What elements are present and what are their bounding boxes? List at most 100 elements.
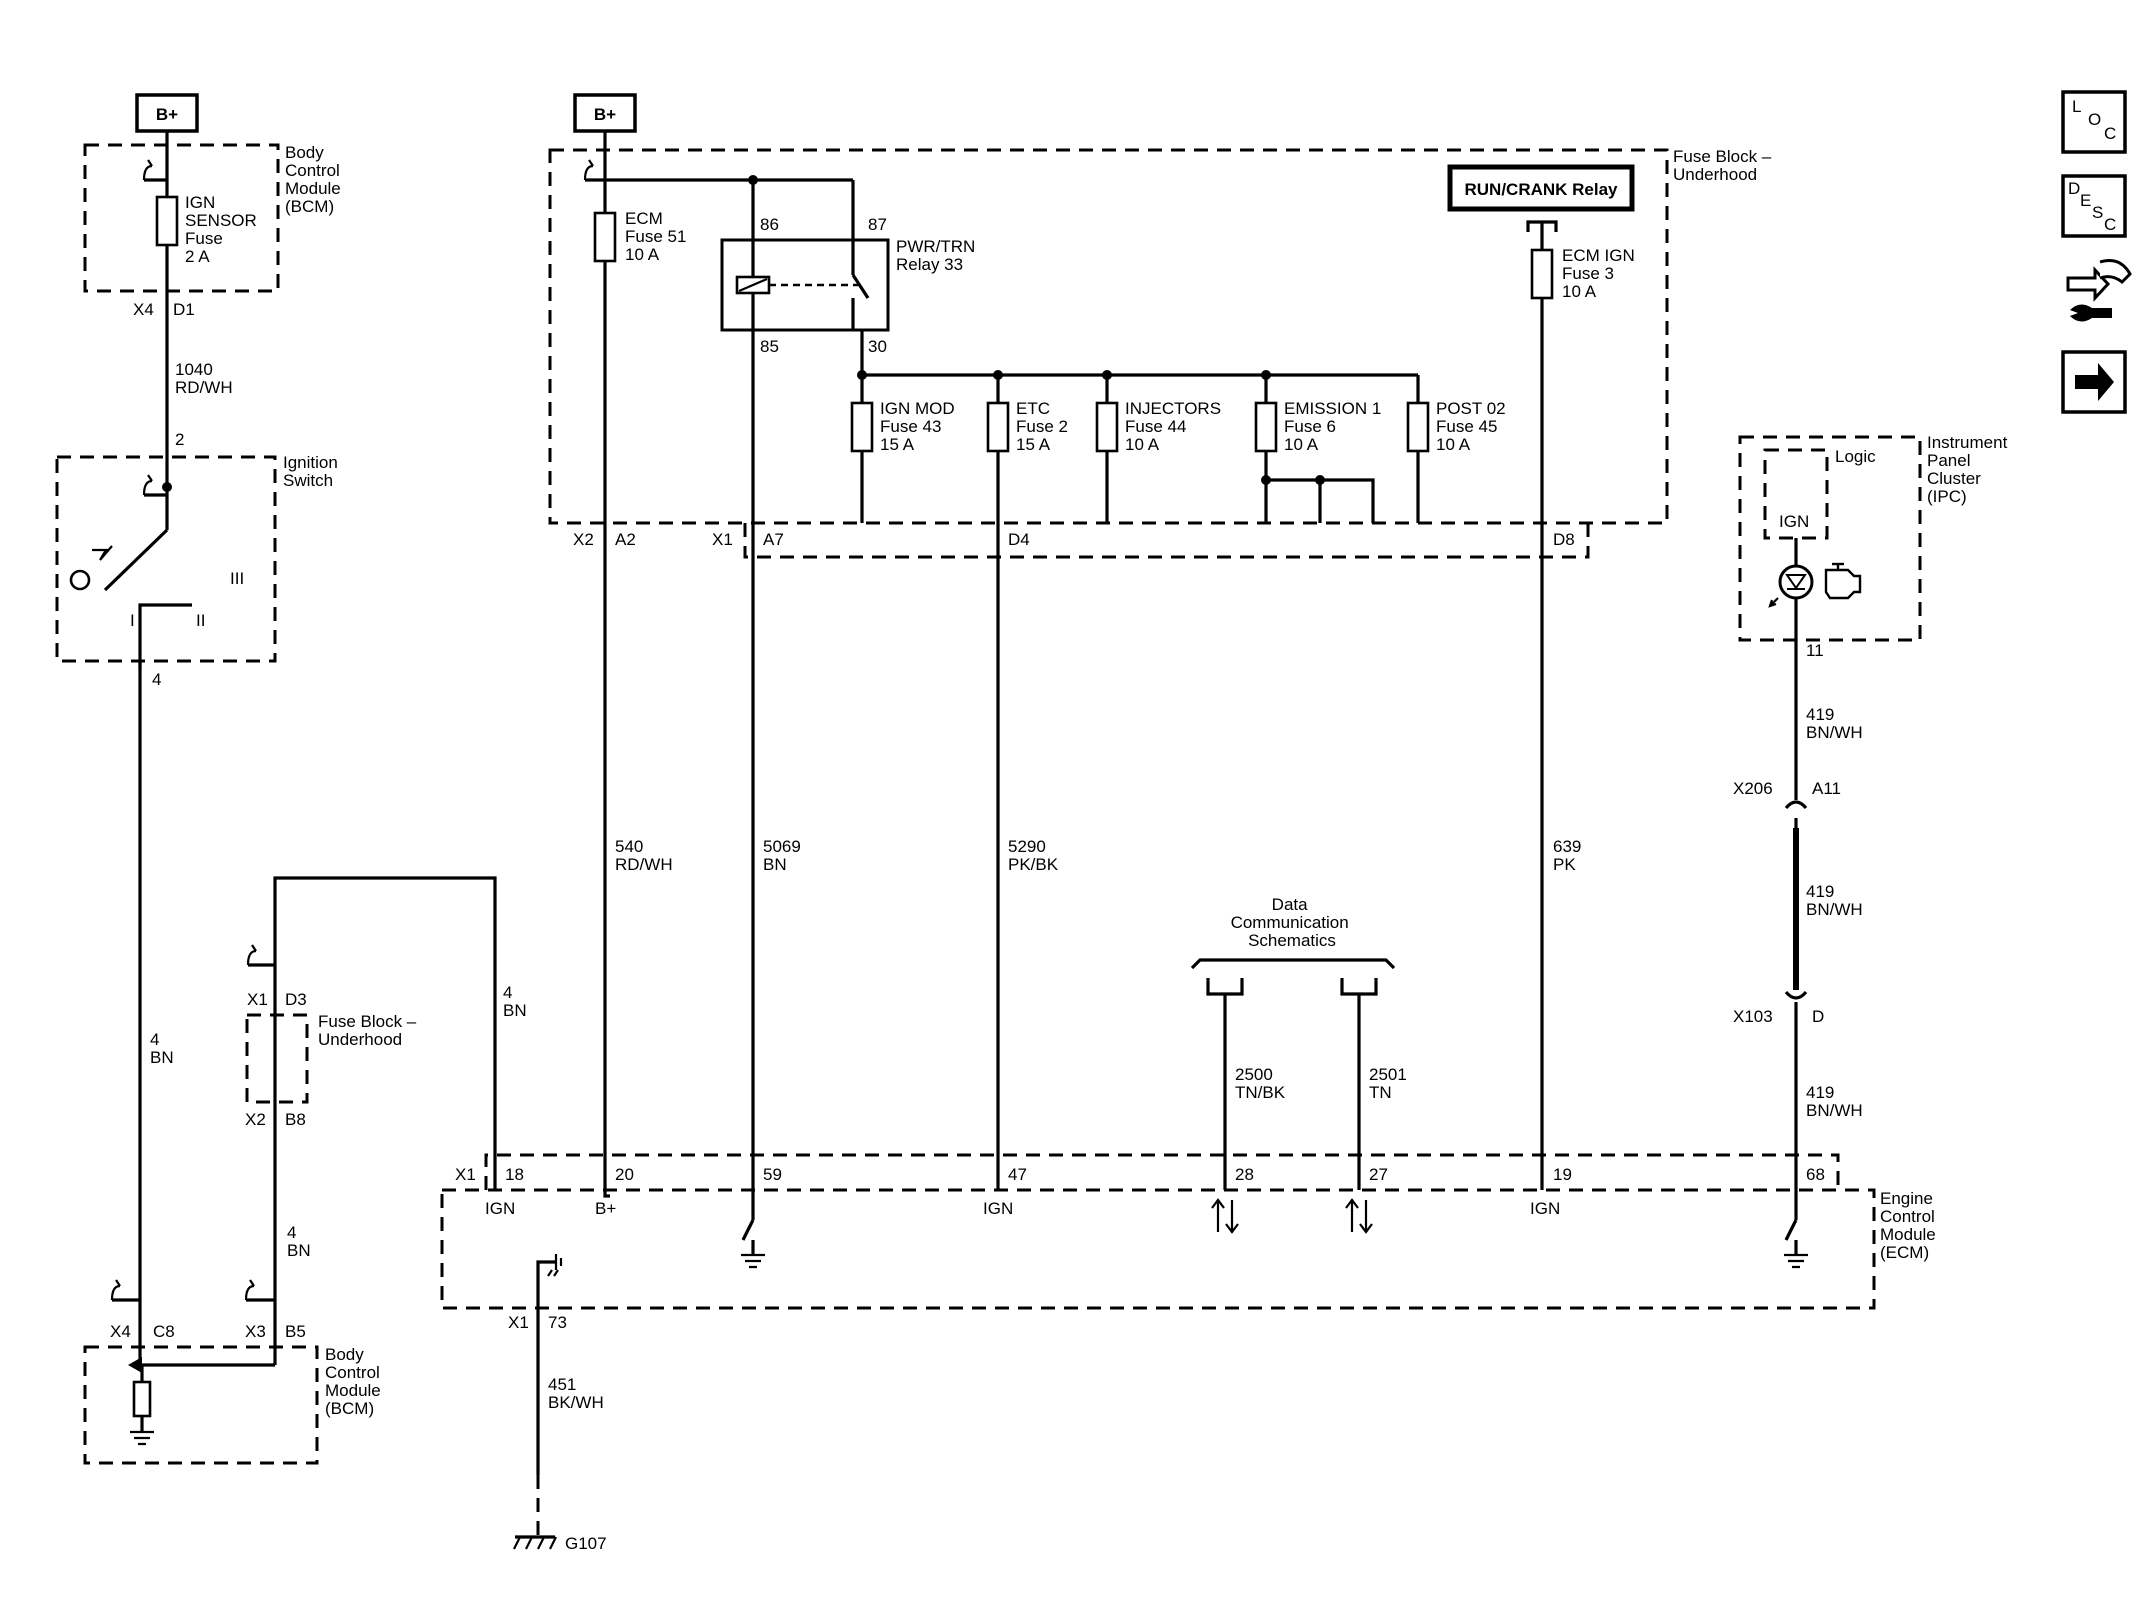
fuse-injectors-44: INJECTORS Fuse 44 10 A	[1095, 375, 1226, 523]
conn-bcmb-b5: B5	[285, 1322, 306, 1341]
svg-text:IGN: IGN	[485, 1199, 515, 1218]
wire-419b-label: 419 BN/WH	[1806, 882, 1863, 919]
data-comm-label: Data Communication Schematics	[1231, 895, 1354, 950]
wire-4-left-label: 4 BN	[150, 1030, 174, 1067]
nav-desc-button[interactable]: D E S C	[2061, 174, 2127, 238]
svg-text:X206: X206	[1733, 779, 1773, 798]
fuse-ecm-51: ECM Fuse 51 10 A	[593, 209, 691, 264]
bcm-bottom-module: X4 C8 X3 B5 Body Control Module (BCM)	[83, 1279, 386, 1465]
bcm-top-label: Body Control Module (BCM)	[285, 143, 346, 216]
pwr-trn-relay: 86 87 85 30 PWR/TRN Relay 33	[720, 215, 980, 356]
svg-text:EMISSION 1 Fuse 6: EMISSION 1 Fuse 6 10 A	[1284, 399, 1386, 454]
relay-pin-86: 86	[760, 215, 779, 234]
relay-pin-85: 85	[760, 337, 779, 356]
wire-2501-label: 2501 TN	[1369, 1065, 1412, 1102]
svg-text:RUN/CRANK Relay: RUN/CRANK Relay	[1464, 180, 1618, 199]
svg-text:ECM Fuse 51 10 A: ECM Fuse 51 10 A	[625, 209, 691, 264]
fuse-post02-45: POST 02 Fuse 45 10 A	[1406, 375, 1506, 523]
svg-text:IGN SENSOR Fuse: IGN SENSOR Fuse 2 A	[185, 193, 262, 266]
fuse-etc-2: ETC Fuse 2 15 A	[986, 375, 1073, 454]
conn-fb-x1: X1	[712, 530, 733, 549]
fuse-block-top-label: Fuse Block – Underhood	[1673, 147, 1776, 184]
conn-x4: X4	[133, 300, 154, 319]
fuse-ign-mod-43: IGN MOD Fuse 43 15 A	[850, 375, 959, 523]
relay-pin-87: 87	[868, 215, 887, 234]
ecm-label: Engine Control Module (ECM)	[1880, 1189, 1941, 1262]
ground-g107-icon: G107	[513, 1534, 607, 1553]
wire-2500-label: 2500 TN/BK	[1235, 1065, 1286, 1102]
conn-bcmb-c8: C8	[153, 1322, 175, 1341]
svg-text:IGN MOD Fuse 43 15: IGN MOD Fuse 43 15 A	[880, 399, 959, 454]
wire-639-label: 639 PK	[1553, 837, 1586, 874]
wire-4-right-label: 4 BN	[503, 983, 527, 1020]
conn-fbm-d3: D3	[285, 990, 307, 1009]
ground-g107-label: G107	[565, 1534, 607, 1553]
nav-loc-button[interactable]: L O C	[2061, 90, 2127, 154]
svg-text:19: 19	[1553, 1165, 1572, 1184]
wire-419c-label: 419 BN/WH	[1806, 1083, 1863, 1120]
connector-x103: X103 D	[1733, 990, 1824, 1026]
bcm-bottom-label: Body Control Module (BCM)	[325, 1345, 386, 1418]
relay-pin-30: 30	[868, 337, 887, 356]
svg-text:B+: B+	[594, 105, 616, 124]
connector-x206: X206 A11	[1733, 779, 1841, 828]
wire-451-label: 451 BK/WH	[548, 1375, 604, 1412]
conn-ecm-x1-bottom: X1	[508, 1313, 529, 1332]
wire-540-label: 540 RD/WH	[615, 837, 673, 874]
data-arrows-icon	[1211, 1198, 1239, 1234]
switch-pos-2: II	[196, 611, 205, 630]
svg-text:S: S	[2092, 203, 2103, 222]
conn-fbm-x1: X1	[247, 990, 268, 1009]
data-communication-schematics: Data Communication Schematics 2500 TN/BK…	[1190, 895, 1412, 1190]
ign-sensor-fuse: IGN SENSOR Fuse 2 A	[155, 193, 262, 266]
svg-text:59: 59	[763, 1165, 782, 1184]
svg-text:O: O	[2088, 110, 2101, 129]
pwr-trn-relay-label: PWR/TRN Relay 33	[896, 237, 980, 274]
conn-fbm-x2: X2	[245, 1110, 266, 1129]
bcm-top-module: Body Control Module (BCM)	[83, 143, 346, 293]
run-crank-relay: RUN/CRANK Relay	[1447, 164, 1635, 212]
svg-text:18: 18	[505, 1165, 524, 1184]
switch-pos-1: I	[130, 611, 135, 630]
ignition-switch: Ignition Switch 0 III II I	[55, 453, 343, 670]
svg-text:C: C	[2104, 124, 2116, 143]
ignition-switch-label: Ignition Switch	[283, 453, 343, 490]
conn-d1: D1	[173, 300, 195, 319]
wire-5290-label: 5290 PK/BK	[1008, 837, 1059, 874]
switch-pin-2: 2	[175, 430, 184, 449]
conn-bcmb-x3: X3	[245, 1322, 266, 1341]
svg-text:28: 28	[1235, 1165, 1254, 1184]
fuse-block-mid: X1 D3 X2 B8 Fuse Block – Underhood	[245, 944, 417, 1129]
svg-text:B+: B+	[156, 105, 178, 124]
svg-text:INJECTORS Fuse 44: INJECTORS Fuse 44 10 A	[1125, 399, 1226, 454]
svg-text:ETC Fuse 2 15 A: ETC Fuse 2 15 A	[1016, 399, 1073, 454]
conn-fb-d8: D8	[1553, 530, 1575, 549]
ipc-label: Instrument Panel Cluster (IPC)	[1927, 433, 2012, 506]
svg-text:IGN: IGN	[983, 1199, 1013, 1218]
data-arrows-icon	[1345, 1198, 1373, 1234]
ipc-logic-label: Logic	[1835, 447, 1876, 466]
svg-text:D: D	[2068, 179, 2080, 198]
conn-bcmb-x4: X4	[110, 1322, 131, 1341]
conn-ecm-73: 73	[548, 1313, 567, 1332]
ipc-module: Logic IGN Instrument Panel Cluster (IPC)	[1738, 433, 2012, 642]
svg-text:IGN: IGN	[1530, 1199, 1560, 1218]
engine-icon	[1824, 562, 1862, 600]
nav-next-button[interactable]	[2061, 350, 2127, 414]
conn-fb-a2: A2	[615, 530, 636, 549]
svg-text:27: 27	[1369, 1165, 1388, 1184]
nav-service-icon[interactable]	[2066, 259, 2132, 322]
svg-text:ECM IGN Fuse 3 10: ECM IGN Fuse 3 10 A	[1562, 246, 1639, 301]
ipc-ign-label: IGN	[1779, 512, 1809, 531]
svg-text:D: D	[1812, 1007, 1824, 1026]
svg-text:C: C	[2104, 215, 2116, 234]
fuse-ecm-ign-3: ECM IGN Fuse 3 10 A	[1530, 246, 1639, 301]
ecm-module: Engine Control Module (ECM) X1 18 20 59 …	[440, 1153, 1941, 1310]
bplus-left-tag: B+	[135, 93, 199, 133]
svg-text:B+: B+	[595, 1199, 616, 1218]
svg-text:X1: X1	[455, 1165, 476, 1184]
wire-5069-label: 5069 BN	[763, 837, 806, 874]
svg-text:X103: X103	[1733, 1007, 1773, 1026]
svg-text:E: E	[2080, 191, 2091, 210]
